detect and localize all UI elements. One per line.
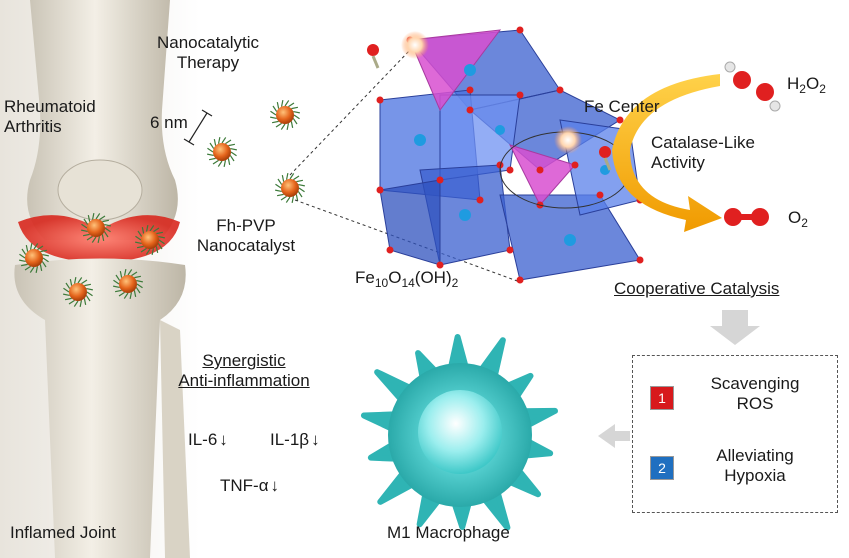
macrophage-spike bbox=[450, 497, 473, 530]
h2o2-molecule bbox=[724, 61, 781, 112]
cooperative-catalysis-label: Cooperative Catalysis bbox=[614, 279, 780, 298]
fe-center-label: Fe Center bbox=[584, 97, 660, 116]
oxygen-atom bbox=[476, 196, 484, 204]
m1-macrophage-label: M1 Macrophage bbox=[387, 523, 510, 542]
m1-macrophage-cell bbox=[360, 334, 558, 531]
macrophage-spike bbox=[447, 334, 470, 373]
crystal-structure bbox=[289, 26, 644, 284]
oxygen-atom bbox=[516, 91, 524, 99]
nanoparticle bbox=[81, 213, 111, 243]
nanoparticle bbox=[19, 243, 49, 273]
oxygen-atom bbox=[376, 186, 384, 194]
effect-number-badge: 2 bbox=[650, 456, 674, 480]
il1b-label: IL-1β↓ bbox=[270, 430, 320, 449]
nanoparticle bbox=[270, 100, 300, 130]
formula-label: Fe10O14(OH)2 bbox=[355, 268, 459, 290]
scale-label: 6 nm bbox=[150, 113, 188, 132]
oxygen-atom bbox=[466, 106, 474, 114]
effect-number-badge: 1 bbox=[650, 386, 674, 410]
scale-bar bbox=[183, 109, 213, 146]
oxygen-atom bbox=[556, 86, 564, 94]
down-block-arrow bbox=[710, 310, 760, 345]
knee-joint-illustration bbox=[0, 0, 200, 558]
inflamed-joint-label: Inflamed Joint bbox=[10, 523, 116, 542]
oxygen-atom bbox=[536, 166, 544, 174]
oxygen-atom bbox=[386, 246, 394, 254]
tnf-alpha-label: TNF-α↓ bbox=[220, 476, 280, 495]
catalase-arrow bbox=[612, 74, 722, 232]
nanoparticle bbox=[135, 225, 165, 255]
oxygen-atom bbox=[636, 256, 644, 264]
oxygen-atom bbox=[376, 96, 384, 104]
oxygen-atom bbox=[616, 116, 624, 124]
oxygen-atom bbox=[516, 26, 524, 34]
nanoparticle bbox=[207, 137, 237, 167]
nanoparticles bbox=[19, 100, 305, 307]
nanoparticle bbox=[275, 173, 305, 203]
oxygen-atom bbox=[596, 191, 604, 199]
oxygen-atom bbox=[436, 176, 444, 184]
il6-label: IL-6↓ bbox=[188, 430, 228, 449]
nanoparticle bbox=[63, 277, 93, 307]
oxygen-atom bbox=[506, 246, 514, 254]
oxygen-atom bbox=[506, 166, 514, 174]
left-block-arrow bbox=[598, 424, 630, 448]
oxygen-atom bbox=[571, 161, 579, 169]
oxygen-atom bbox=[436, 261, 444, 269]
oxygen-atom bbox=[466, 86, 474, 94]
o2-label: O2 bbox=[788, 208, 808, 230]
o2-molecule bbox=[724, 208, 769, 226]
h2o2-label: H2O2 bbox=[787, 74, 826, 96]
nanoparticle bbox=[113, 269, 143, 299]
oxygen-atom bbox=[516, 276, 524, 284]
